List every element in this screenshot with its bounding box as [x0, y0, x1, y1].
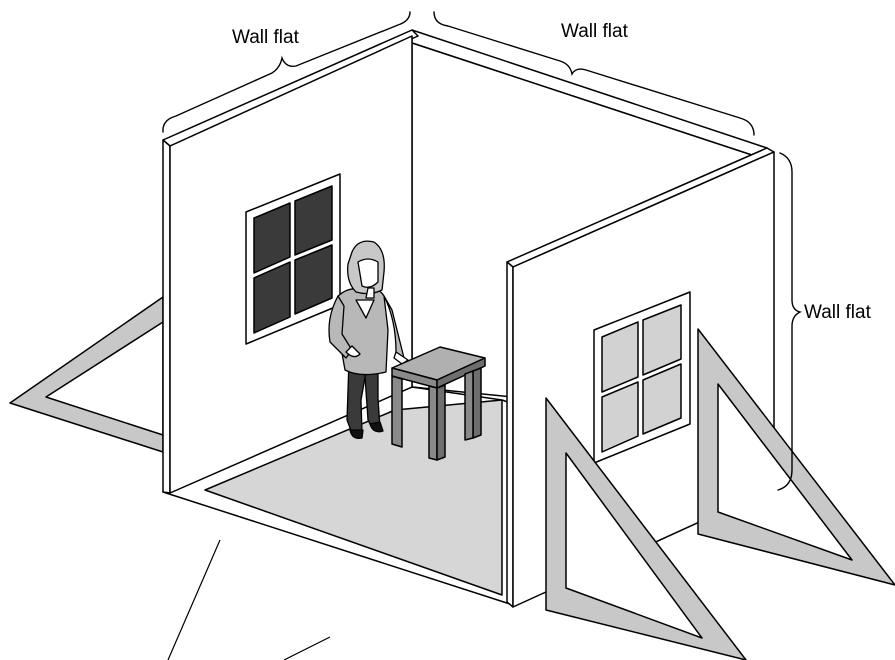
back-wall-label: Wall flat: [561, 21, 629, 42]
guide-lines: [168, 540, 330, 660]
right-wall-label: Wall flat: [804, 302, 872, 323]
rear-brace: [698, 329, 895, 585]
left-wall-label: Wall flat: [232, 27, 300, 48]
left-brace: [10, 297, 163, 452]
